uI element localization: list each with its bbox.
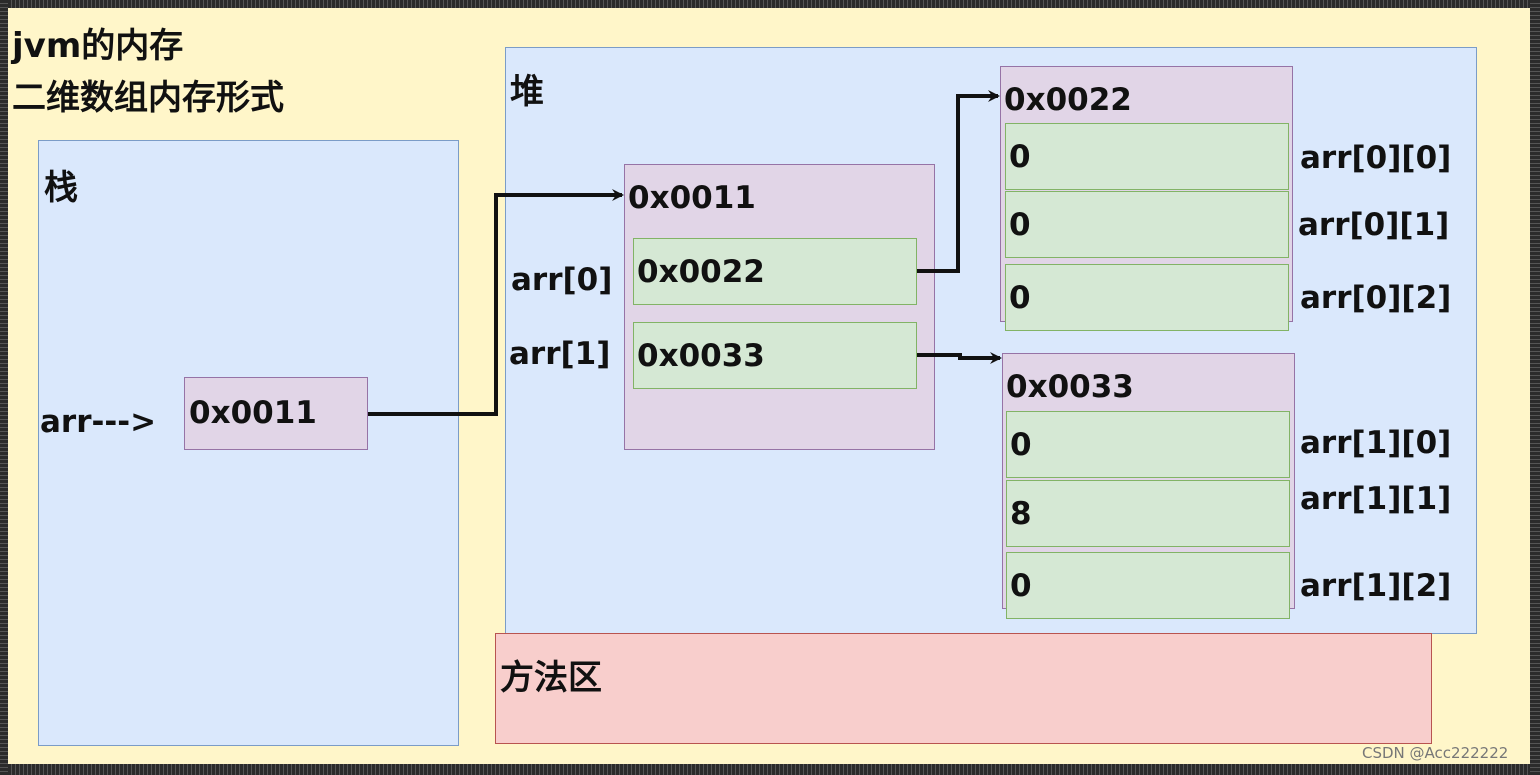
inner-array-0-cell-1[interactable]: 0 — [1005, 191, 1289, 258]
inner-array-1-cell-1-value: 8 — [1010, 495, 1032, 532]
outer-array-address: 0x0011 — [628, 180, 756, 216]
stack-reference-box[interactable]: 0x0011 — [184, 377, 368, 450]
outer-array-cell-1-value: 0x0033 — [637, 337, 765, 374]
outer-array-label-0: arr[0] — [511, 262, 613, 298]
inner-array-0-label-2: arr[0][2] — [1300, 280, 1452, 316]
canvas-edge-right — [1530, 0, 1540, 775]
stack-label: 栈 — [44, 168, 78, 208]
inner-array-1-label-1: arr[1][1] — [1300, 481, 1452, 517]
heap-label: 堆 — [510, 72, 544, 112]
inner-array-1-address: 0x0033 — [1006, 369, 1134, 405]
outer-array-object[interactable] — [624, 164, 935, 450]
stack-reference-value: 0x0011 — [189, 395, 317, 431]
canvas-edge-bottom — [0, 764, 1540, 775]
method-area-region[interactable] — [495, 633, 1432, 744]
inner-array-1-cell-2-value: 0 — [1010, 567, 1032, 604]
canvas-edge-top — [0, 0, 1540, 8]
stack-variable-label: arr---> — [40, 404, 157, 440]
inner-array-0-label-1: arr[0][1] — [1298, 207, 1450, 243]
inner-array-1-cell-0-value: 0 — [1010, 426, 1032, 463]
inner-array-1-cell-0[interactable]: 0 — [1006, 411, 1290, 478]
inner-array-0-cell-0[interactable]: 0 — [1005, 123, 1289, 190]
watermark: CSDN @Acc222222 — [1362, 744, 1509, 762]
inner-array-1-cell-1[interactable]: 8 — [1006, 480, 1290, 547]
inner-array-0-label-0: arr[0][0] — [1300, 140, 1452, 176]
inner-array-0-cell-2[interactable]: 0 — [1005, 264, 1289, 331]
diagram-title-line2: 二维数组内存形式 — [12, 78, 284, 118]
inner-array-0-cell-2-value: 0 — [1009, 279, 1031, 316]
inner-array-0-cell-0-value: 0 — [1009, 138, 1031, 175]
method-area-label: 方法区 — [500, 658, 602, 698]
outer-array-cell-1[interactable]: 0x0033 — [633, 322, 917, 389]
outer-array-cell-0-value: 0x0022 — [637, 253, 765, 290]
canvas-edge-left — [0, 0, 8, 775]
outer-array-cell-0[interactable]: 0x0022 — [633, 238, 917, 305]
inner-array-1-label-2: arr[1][2] — [1300, 568, 1452, 604]
inner-array-0-address: 0x0022 — [1004, 82, 1132, 118]
outer-array-label-1: arr[1] — [509, 336, 611, 372]
inner-array-1-label-0: arr[1][0] — [1300, 425, 1452, 461]
inner-array-1-cell-2[interactable]: 0 — [1006, 552, 1290, 619]
inner-array-0-cell-1-value: 0 — [1009, 206, 1031, 243]
diagram-title-line1: jvm的内存 — [12, 26, 184, 66]
